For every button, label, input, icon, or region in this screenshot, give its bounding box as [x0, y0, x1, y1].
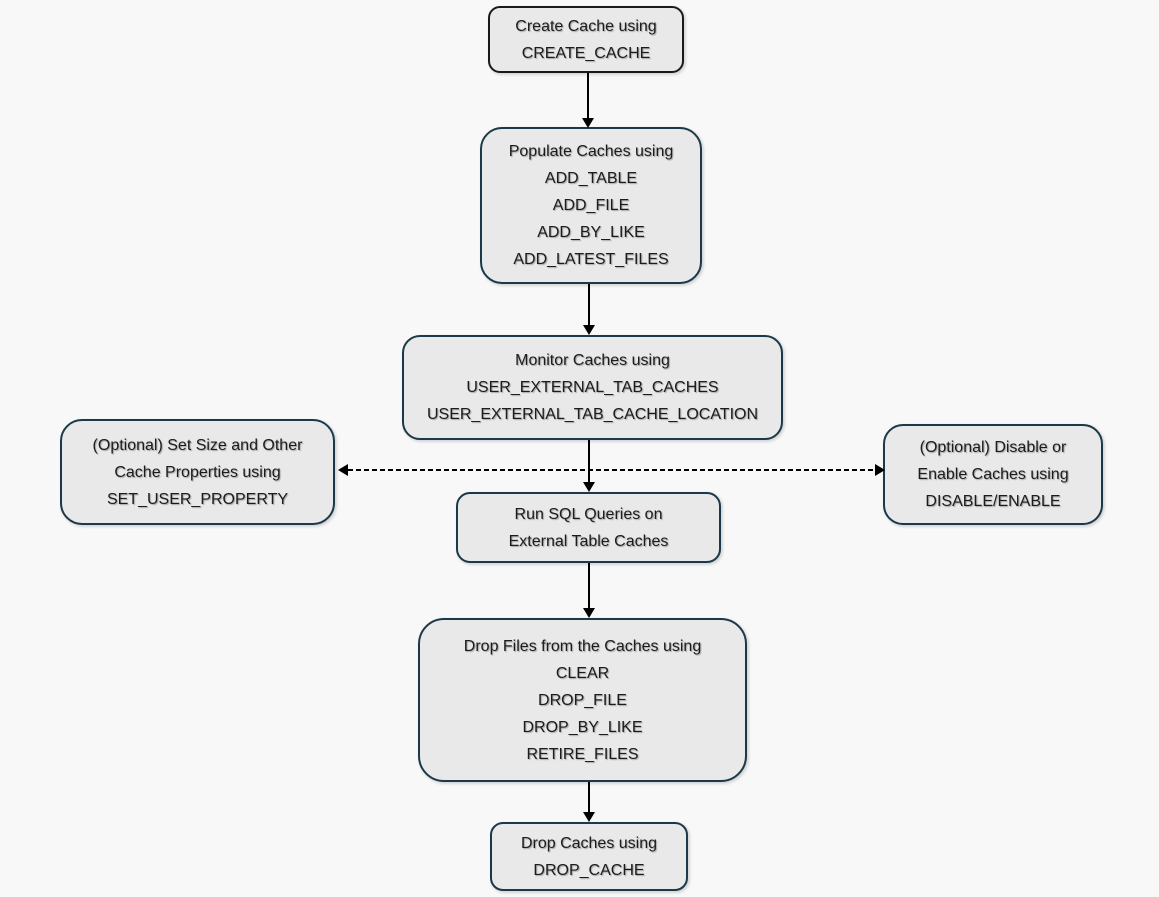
box-line: External Table Caches — [508, 532, 669, 550]
flow-box-create-cache: Create Cache using CREATE_CACHE — [488, 6, 684, 73]
box-line: Drop Files from the Caches using — [463, 637, 702, 655]
box-line: (Optional) Set Size and Other — [92, 436, 303, 454]
box-line: SET_USER_PROPERTY — [106, 490, 289, 508]
box-line: Enable Caches using — [917, 466, 1069, 483]
box-line: Run SQL Queries on — [514, 505, 663, 523]
arrow-populate-to-monitor — [588, 284, 590, 325]
flow-box-monitor-caches: Monitor Caches using USER_EXTERNAL_TAB_C… — [402, 335, 783, 440]
box-line: USER_EXTERNAL_TAB_CACHES — [466, 379, 719, 396]
flow-box-drop-caches: Drop Caches using DROP_CACHE — [490, 822, 688, 891]
box-line: DROP_CACHE — [533, 861, 645, 879]
flow-box-drop-files: Drop Files from the Caches using CLEAR D… — [418, 618, 747, 782]
arrow-monitor-to-runsql — [588, 440, 590, 482]
box-line: ADD_TABLE — [544, 170, 638, 187]
box-line: Drop Caches using — [520, 834, 658, 852]
box-line: Create Cache using — [515, 17, 657, 35]
box-line: DROP_FILE — [538, 691, 627, 709]
box-line: ADD_BY_LIKE — [537, 224, 645, 241]
box-line: Monitor Caches using — [515, 352, 670, 369]
box-line: DROP_BY_LIKE — [522, 718, 643, 736]
flow-box-set-cache-properties: (Optional) Set Size and Other Cache Prop… — [60, 419, 335, 525]
arrow-create-to-populate — [587, 73, 589, 118]
box-line: CREATE_CACHE — [521, 44, 651, 62]
box-line: Populate Caches using — [508, 143, 674, 160]
box-line: Cache Properties using — [114, 463, 281, 481]
dashed-double-arrow-optional — [348, 469, 875, 471]
flow-box-populate-caches: Populate Caches using ADD_TABLE ADD_FILE… — [480, 127, 702, 284]
box-line: ADD_LATEST_FILES — [513, 251, 669, 268]
box-line: ADD_FILE — [552, 197, 630, 214]
flow-box-disable-enable-caches: (Optional) Disable or Enable Caches usin… — [883, 424, 1103, 525]
flow-box-run-sql-queries: Run SQL Queries on External Table Caches — [456, 492, 721, 563]
box-line: (Optional) Disable or — [919, 439, 1067, 456]
arrow-dropfiles-to-dropcaches — [588, 782, 590, 812]
arrow-runsql-to-dropfiles — [588, 563, 590, 608]
box-line: DISABLE/ENABLE — [925, 493, 1061, 510]
box-line: RETIRE_FILES — [526, 745, 639, 763]
box-line: CLEAR — [555, 664, 610, 682]
box-line: USER_EXTERNAL_TAB_CACHE_LOCATION — [426, 406, 759, 423]
